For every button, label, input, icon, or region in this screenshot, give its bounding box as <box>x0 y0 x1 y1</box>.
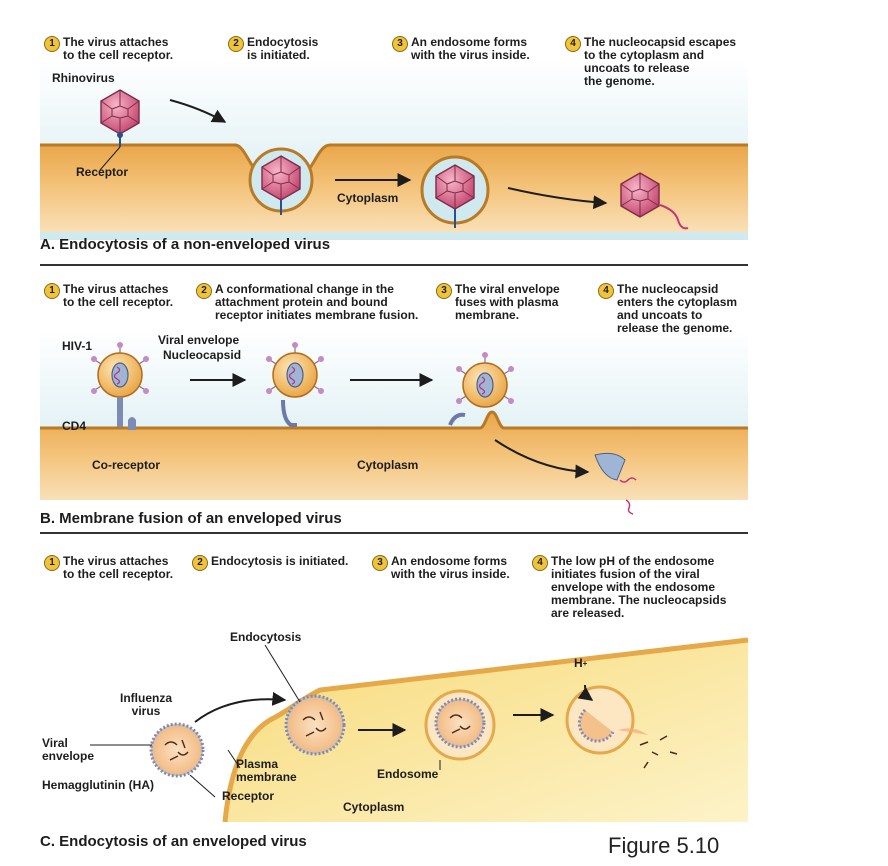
panel-c-art <box>90 637 749 823</box>
viral-envelope-label: Viral envelope <box>158 333 240 347</box>
step-badge: 4 <box>598 283 614 299</box>
proton-label: H+ <box>574 657 587 670</box>
figure-label: Figure 5.10 <box>608 833 720 858</box>
step-badge: 1 <box>44 283 60 299</box>
step-text: The low pH of the endosome initiates fus… <box>551 554 727 620</box>
cytoplasm-label: Cytoplasm <box>337 191 399 205</box>
step-badge: 3 <box>392 36 408 52</box>
step-text: The viral envelope fuses with plasma mem… <box>455 282 560 322</box>
receptor-label: Receptor <box>76 165 129 179</box>
step-badge: 1 <box>44 555 60 571</box>
cytoplasm-label: Cytoplasm <box>343 800 405 814</box>
rhinovirus-label: Rhinovirus <box>52 71 115 85</box>
step-text: The nucleocapsid enters the cytoplasm an… <box>617 282 738 335</box>
plasma-membrane-label: Plasma membrane <box>236 757 297 784</box>
nucleocapsid-label: Nucleocapsid <box>163 348 242 362</box>
step-text: The virus attaches to the cell receptor. <box>63 35 174 62</box>
step-badge: 3 <box>372 555 388 571</box>
proton-symbol: H <box>574 656 583 670</box>
panel-c-title: C. Endocytosis of an enveloped virus <box>40 833 307 850</box>
step-text: An endosome forms with the virus inside. <box>411 35 530 62</box>
panel-b-title: B. Membrane fusion of an enveloped virus <box>40 510 342 527</box>
coreceptor-label: Co-receptor <box>92 458 161 472</box>
step-text: An endosome forms with the virus inside. <box>391 554 510 581</box>
cytoplasm-label: Cytoplasm <box>357 458 419 472</box>
step-badge: 3 <box>436 283 452 299</box>
step-text: Endocytosis is initiated. <box>211 554 349 568</box>
panel-b-art <box>40 330 748 515</box>
endocytosis-label: Endocytosis <box>230 630 302 644</box>
receptor-label: Receptor <box>222 789 275 803</box>
step-text: The nucleocapsid escapes to the cytoplas… <box>584 35 737 88</box>
step-text: The virus attaches to the cell receptor. <box>63 554 174 581</box>
step-text: A conformational change in the attachmen… <box>215 282 419 322</box>
viral-envelope-label: Viral envelope <box>42 736 95 763</box>
step-text: The virus attaches to the cell receptor. <box>63 282 174 309</box>
influenza-label: Influenza virus <box>120 691 173 718</box>
step-badge: 4 <box>532 555 548 571</box>
panel-a-title: A. Endocytosis of a non-enveloped virus <box>40 236 331 253</box>
step-badge: 2 <box>228 36 244 52</box>
ha-label: Hemagglutinin (HA) <box>42 778 154 792</box>
step-badge: 2 <box>192 555 208 571</box>
step-text: Endocytosis is initiated. <box>247 35 319 62</box>
cd4-label: CD4 <box>62 419 87 433</box>
panel-a-art <box>40 60 748 240</box>
step-badge: 1 <box>44 36 60 52</box>
step-badge: 2 <box>196 283 212 299</box>
step-badge: 4 <box>565 36 581 52</box>
proton-charge: + <box>582 659 588 668</box>
hiv-label: HIV-1 <box>62 339 93 353</box>
endosome-label: Endosome <box>377 767 439 781</box>
